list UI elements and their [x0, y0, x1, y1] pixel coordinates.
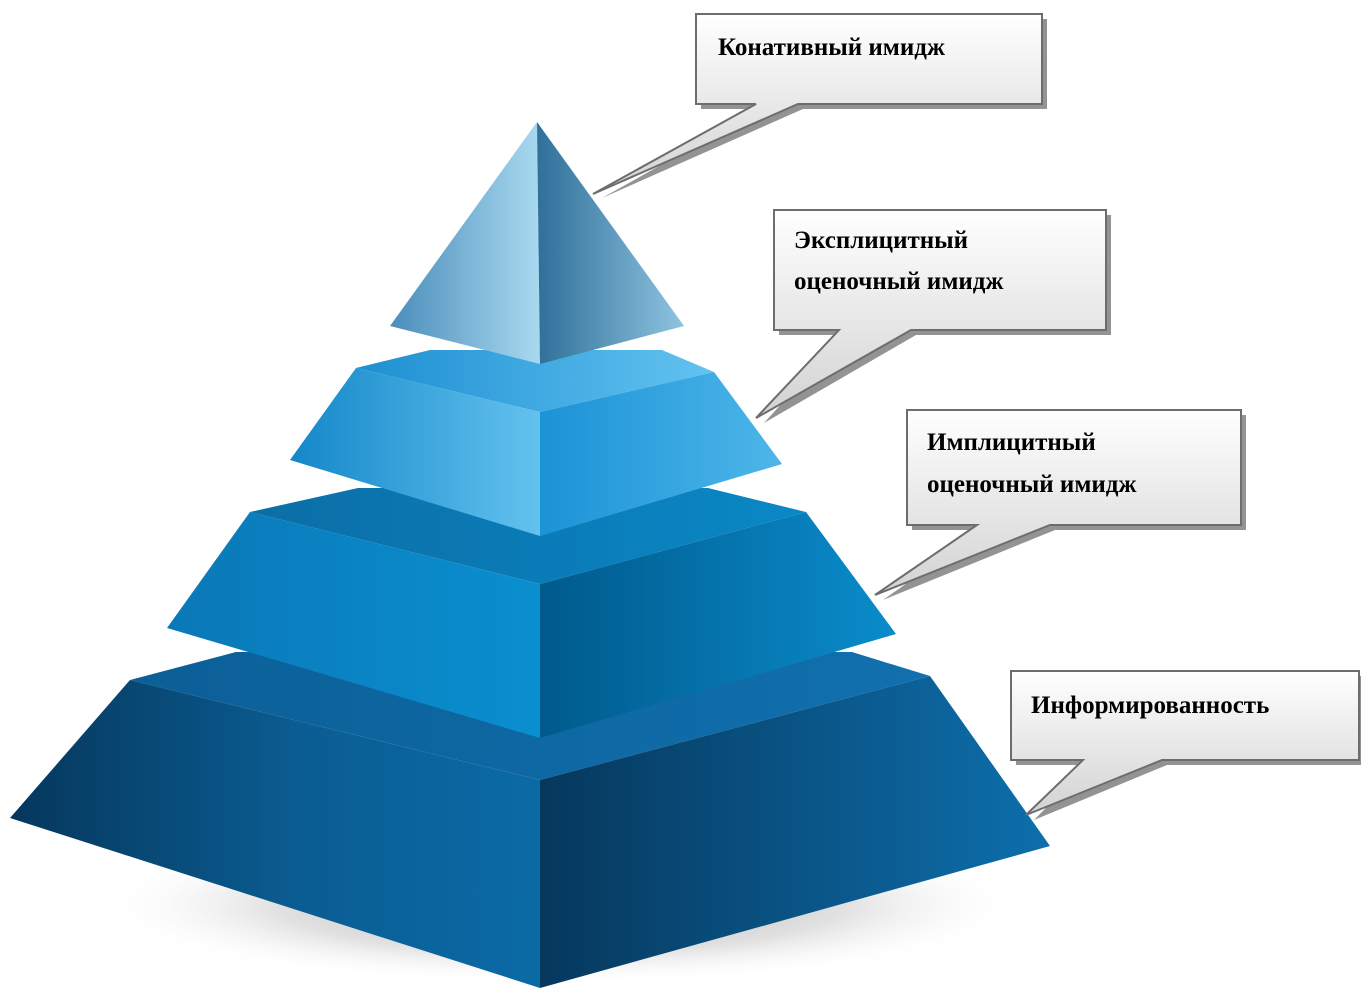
callout-level-1: Конативный имидж — [592, 13, 1047, 198]
tier-4-left-face — [10, 680, 540, 988]
pyramid-tier-4 — [10, 652, 1050, 988]
callout-level-2: Эксплицитный оценочный имидж — [755, 209, 1111, 423]
callout-3-label-line-2: оценочный имидж — [927, 471, 1137, 498]
tier-2-right-face — [540, 372, 782, 536]
tier-3-left-face — [167, 512, 540, 738]
callout-level-3: Имплицитный оценочный имидж — [874, 409, 1246, 600]
tier-2-left-face — [290, 368, 540, 536]
callout-4-label: Информированность — [1031, 692, 1269, 719]
callout-1-box — [592, 13, 1043, 195]
callout-3-box — [874, 409, 1242, 596]
tier-1-left-face — [390, 122, 540, 364]
pyramid-tier-2 — [290, 350, 782, 536]
tier-1-right-face — [537, 122, 684, 364]
tier-3-top-face — [250, 488, 806, 584]
pyramid-tier-1 — [390, 122, 684, 364]
tier-2-top-face — [356, 350, 714, 412]
callout-2-box — [755, 209, 1107, 419]
callout-2-label-line-1: Эксплицитный — [794, 227, 968, 254]
callout-2-label-line-2: оценочный имидж — [794, 268, 1004, 295]
callout-level-4: Информированность — [1010, 670, 1361, 820]
callout-4-box — [1010, 670, 1360, 816]
tier-4-right-face — [540, 676, 1050, 988]
tier-3-right-face — [540, 512, 896, 738]
callout-3-label-line-1: Имплицитный — [927, 429, 1096, 456]
pyramid-tier-3 — [167, 488, 896, 738]
callout-1-label: Конативный имидж — [718, 34, 946, 61]
